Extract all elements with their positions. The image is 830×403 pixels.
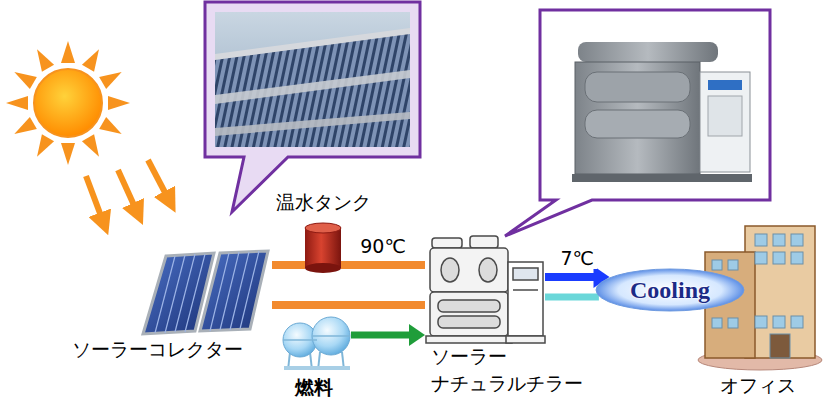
arrowhead	[409, 324, 425, 346]
pipe-connector	[351, 324, 425, 346]
chiller-node: ソーラー ナチュラルチラー	[425, 232, 545, 344]
pipe-line	[545, 273, 594, 281]
solar-collectors	[143, 251, 268, 334]
pipe-line	[272, 261, 305, 269]
edge-label: 7℃	[558, 247, 597, 269]
node-label: オフィス	[720, 374, 796, 396]
pipe-connector	[272, 305, 425, 306]
node-label: ソーラーコレクター	[72, 338, 243, 360]
pipe-line	[341, 261, 425, 269]
sun-rays	[6, 41, 130, 165]
pipe-connector	[272, 265, 305, 266]
sun	[6, 41, 130, 165]
collector-tubes	[215, 32, 410, 147]
chiller-photo-callout	[505, 10, 770, 236]
fuel-tanks	[283, 317, 350, 370]
node-text: Cooling	[630, 277, 710, 304]
pipe-connector	[341, 265, 425, 266]
cooling-ellipse: Cooling	[595, 268, 745, 312]
ellipse-shape	[596, 269, 744, 311]
fuel-node: 燃料	[283, 318, 351, 370]
photo	[215, 12, 410, 147]
label-text: 温水タンク	[276, 191, 371, 213]
sunlight-arrows	[86, 160, 170, 224]
sun-disc	[34, 69, 102, 137]
collector-node: ソーラーコレクター	[140, 250, 272, 334]
edge-label: 90℃	[357, 235, 409, 257]
tank-node: 温水タンク	[305, 222, 341, 272]
pipe-line	[272, 301, 425, 309]
node-label: 温水タンク	[276, 191, 371, 213]
label-text: ソーラーコレクター	[72, 338, 243, 360]
label-text: 燃料	[295, 376, 333, 398]
pipe-line	[351, 332, 410, 339]
label-text: オフィス	[720, 374, 796, 396]
node-label: 燃料	[295, 376, 333, 398]
pipe-connector	[545, 297, 599, 298]
hot-water-tank	[305, 223, 341, 273]
label-text: ソーラー ナチュラルチラー	[431, 343, 601, 397]
node-label: ソーラー ナチュラルチラー	[431, 343, 601, 397]
chiller-machine	[426, 236, 545, 343]
pipe-line	[545, 294, 599, 301]
collector-photo-callout	[205, 2, 420, 212]
